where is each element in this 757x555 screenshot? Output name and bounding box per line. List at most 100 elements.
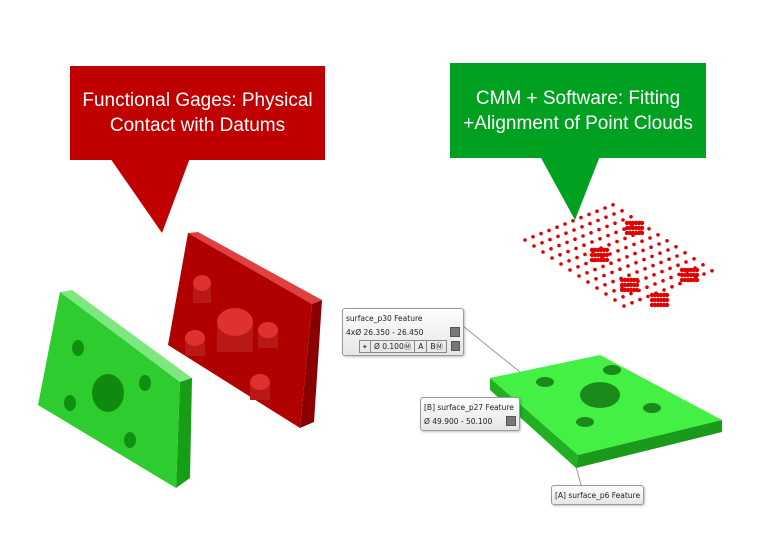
cloud-point xyxy=(629,291,633,296)
cloud-point xyxy=(564,231,568,235)
cloud-point xyxy=(587,212,591,217)
cloud-point xyxy=(625,254,629,259)
cloud-point xyxy=(589,231,593,235)
cloud-point xyxy=(634,282,640,288)
cloud-point xyxy=(610,270,614,275)
red-callout-tail xyxy=(110,158,190,233)
cloud-point xyxy=(556,234,560,239)
cloud-point xyxy=(651,263,655,268)
cmm-software-callout: CMM + Software: Fitting +Alignment of Po… xyxy=(463,87,693,134)
datum-b: BⓂ xyxy=(430,341,444,351)
cloud-point xyxy=(638,297,642,302)
cloud-point xyxy=(661,279,665,283)
cloud-point xyxy=(643,267,647,271)
cloud-point xyxy=(614,230,618,235)
cloud-point xyxy=(660,269,664,274)
cloud-point xyxy=(616,249,620,253)
cloud-point xyxy=(702,272,706,276)
cloud-point xyxy=(548,237,552,242)
feature-tag-p27[interactable]: [B] surface_p27 Feature Ø 49.900 - 50.10… xyxy=(420,397,520,431)
cloud-point xyxy=(558,253,562,257)
cloud-point xyxy=(644,276,648,280)
cad-plate xyxy=(490,355,722,468)
cloud-point xyxy=(694,267,700,273)
cloud-point xyxy=(603,283,607,287)
cloud-point xyxy=(652,273,656,277)
cloud-point xyxy=(603,206,607,210)
cloud-point xyxy=(658,251,662,255)
cloud-point xyxy=(620,209,624,213)
cloud-point xyxy=(613,298,617,302)
cloud-point xyxy=(678,281,682,286)
cloud-point xyxy=(650,254,654,259)
cloud-point xyxy=(634,287,640,293)
cloud-point xyxy=(648,236,652,240)
cloud-point xyxy=(559,262,563,266)
cloud-point xyxy=(588,221,592,226)
cloud-point xyxy=(665,239,669,243)
cloud-point xyxy=(581,234,585,238)
cloud-point xyxy=(539,231,543,236)
cloud-point xyxy=(584,261,588,266)
checkbox-icon[interactable] xyxy=(450,327,460,337)
cloud-point xyxy=(540,241,544,245)
cloud-point xyxy=(674,245,678,249)
cloud-point xyxy=(621,218,625,222)
cloud-point xyxy=(640,239,644,243)
cloud-point xyxy=(624,245,628,250)
cloud-point xyxy=(639,230,645,236)
functional-gages-callout: Functional Gages: Physical Contact with … xyxy=(82,90,313,136)
feature-tag-p30[interactable]: surface_p30 Feature 4xØ 26.350 - 26.450 … xyxy=(342,308,464,356)
cloud-point xyxy=(629,215,633,219)
cloud-point xyxy=(532,244,536,248)
checkbox-icon[interactable] xyxy=(451,341,460,351)
cloud-point xyxy=(523,238,527,242)
feature-tag-p6[interactable]: [A] surface_p6 Feature xyxy=(551,485,645,505)
cloud-point xyxy=(575,255,579,260)
cloud-point xyxy=(567,259,571,263)
cloud-point xyxy=(594,277,598,281)
cloud-point xyxy=(611,203,615,207)
cloud-point xyxy=(641,248,645,253)
cloud-point xyxy=(604,247,610,253)
cloud-point xyxy=(694,272,700,278)
red-gage-block xyxy=(168,232,322,428)
size-tolerance: 4xØ 26.350 - 26.450 xyxy=(346,327,424,337)
cloud-point xyxy=(626,264,630,268)
cloud-point xyxy=(601,264,605,269)
cloud-point xyxy=(609,261,613,266)
cloud-point xyxy=(664,302,670,308)
cloud-point xyxy=(634,277,640,283)
green-callout-box xyxy=(450,63,706,158)
cloud-point xyxy=(611,279,615,284)
cloud-point xyxy=(645,285,649,290)
cloud-point xyxy=(606,233,610,238)
cloud-point xyxy=(582,243,586,247)
cloud-point xyxy=(595,209,599,213)
cloud-point xyxy=(547,228,551,233)
cloud-point xyxy=(541,250,545,254)
feature-title: [A] surface_p6 Feature xyxy=(555,490,641,500)
cloud-point xyxy=(563,222,567,226)
cloud-point xyxy=(639,220,645,226)
cloud-point xyxy=(568,268,572,272)
cloud-point xyxy=(566,249,570,254)
cloud-point xyxy=(571,219,575,223)
cloud-point xyxy=(632,242,636,247)
cloud-point xyxy=(675,254,679,258)
cloud-point xyxy=(647,227,651,231)
cloud-point xyxy=(565,240,569,245)
cloud-point xyxy=(604,215,608,219)
cloud-point xyxy=(612,289,616,293)
cloud-point xyxy=(613,221,617,225)
cloud-point xyxy=(595,286,599,290)
cloud-point xyxy=(550,256,554,260)
cloud-point xyxy=(664,297,670,303)
cloud-point xyxy=(653,282,657,286)
cloud-point xyxy=(621,295,625,299)
cloud-point xyxy=(666,248,670,252)
cloud-point xyxy=(668,266,672,271)
checkbox-icon[interactable] xyxy=(506,416,516,426)
cloud-point xyxy=(623,236,627,241)
